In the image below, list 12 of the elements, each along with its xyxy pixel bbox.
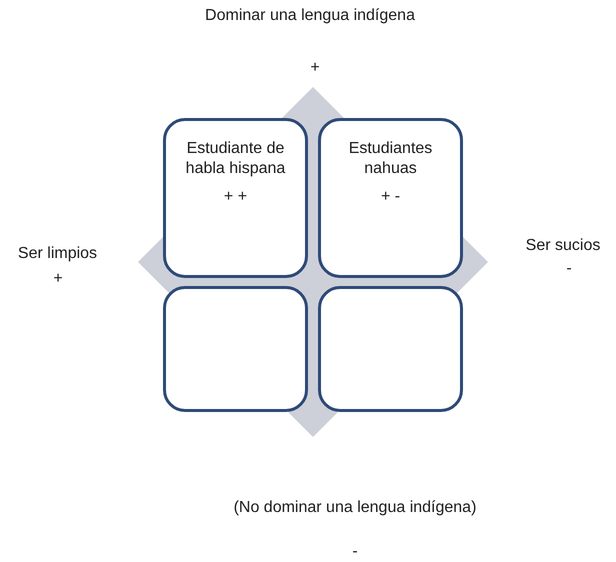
sign-label: - — [565, 259, 573, 279]
sign-label: + — [309, 58, 321, 78]
sign-label: - — [351, 542, 359, 562]
axis-label: (No dominar una lengua indígena) — [232, 498, 478, 518]
sign-label: + - — [380, 187, 400, 207]
axis-label: Ser sucios — [524, 236, 602, 256]
sign-label: + + — [224, 187, 248, 207]
axis-label: Ser limpios — [16, 244, 98, 264]
quadrant-title: Estudiante de habla hispana — [184, 139, 286, 179]
quadrant-title: Estudiantes nahuas — [348, 139, 434, 179]
axis-label: Dominar una lengua indígena — [205, 6, 415, 26]
sign-label: + — [52, 269, 64, 289]
